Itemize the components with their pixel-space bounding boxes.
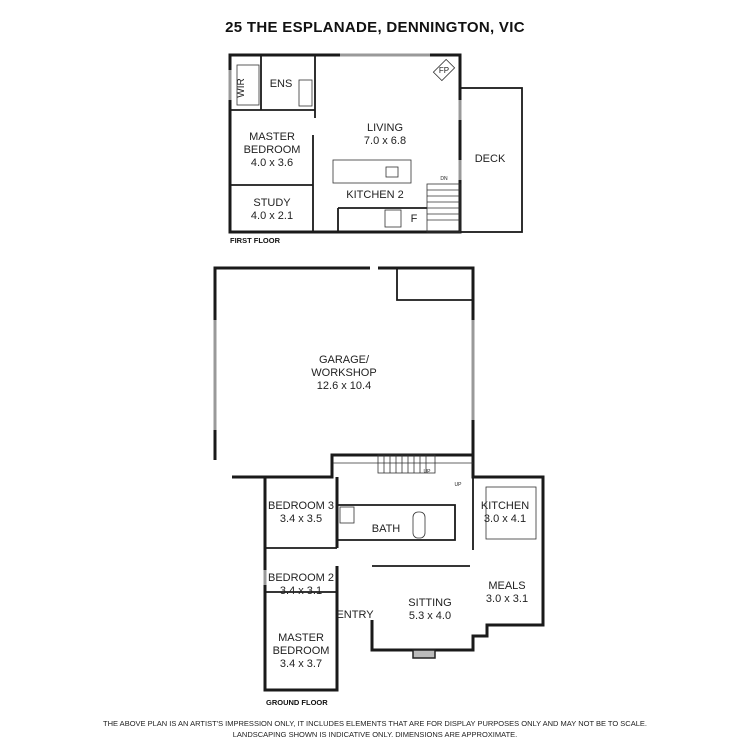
kitchen-bench: [485, 486, 537, 540]
first-floor: FP WIR ENS MASTER BEDROOM 4.0 x 3.6 LIVI…: [228, 53, 523, 245]
garage-wc-walls: [396, 268, 473, 301]
sink-icon: [385, 166, 399, 178]
room-garage-name-2: WORKSHOP: [311, 367, 376, 379]
disclaimer-line-1: THE ABOVE PLAN IS AN ARTIST'S IMPRESSION…: [103, 719, 647, 728]
room-master-name-2: BEDROOM: [244, 144, 301, 156]
room-master-name-2: BEDROOM: [273, 645, 330, 657]
room-deck: DECK: [475, 153, 506, 165]
room-meals-dim: 3.0 x 3.1: [486, 593, 528, 605]
vanity: [298, 79, 313, 107]
first-floor-internal-walls: [230, 55, 427, 232]
bathtub-icon: [412, 511, 426, 539]
fridge-label: F: [411, 213, 418, 225]
room-study-dim: 4.0 x 2.1: [251, 210, 293, 222]
plan-title: 25 THE ESPLANADE, DENNINGTON, VIC: [225, 19, 525, 36]
room-bedroom-2-name: BEDROOM 2: [268, 572, 334, 584]
room-master-dim: 3.4 x 3.7: [280, 658, 322, 670]
first-floor-label: FIRST FLOOR: [230, 236, 281, 245]
kitchen-island: [332, 159, 412, 184]
wir-shelf: [236, 64, 260, 106]
garage-stairs: [377, 454, 436, 474]
ground-floor-label: GROUND FLOOR: [266, 698, 328, 707]
cooktop-icon: [384, 209, 402, 228]
room-master-dim: 4.0 x 3.6: [251, 157, 293, 169]
room-bedroom-3-dim: 3.4 x 3.5: [280, 513, 322, 525]
room-kitchen-name: KITCHEN: [481, 500, 529, 512]
bay-window: [412, 649, 436, 659]
ground-floor: GARAGE/ WORKSHOP 12.6 x 10.4 UP UP BEDRO…: [213, 266, 545, 707]
room-bedroom-3-name: BEDROOM 3: [268, 500, 334, 512]
room-garage-dim: 12.6 x 10.4: [317, 380, 371, 392]
room-entry: ENTRY: [336, 609, 374, 621]
room-master-name-1: MASTER: [278, 632, 324, 644]
stairs-up-label-1: UP: [424, 469, 432, 475]
room-master-name-1: MASTER: [249, 131, 295, 143]
room-bath: BATH: [372, 523, 401, 535]
room-living-dim: 7.0 x 6.8: [364, 135, 406, 147]
room-study-name: STUDY: [253, 197, 291, 209]
ground-floor-internal-walls: [265, 477, 474, 593]
stairs-up-label-2: UP: [455, 482, 463, 488]
room-living-name: LIVING: [367, 122, 403, 134]
disclaimer-line-2: LANDSCAPING SHOWN IS INDICATIVE ONLY. DI…: [233, 730, 518, 739]
room-garage-name-1: GARAGE/: [319, 354, 370, 366]
room-meals-name: MEALS: [488, 580, 525, 592]
shower-icon: [339, 506, 355, 524]
room-kitchen-dim: 3.0 x 4.1: [484, 513, 526, 525]
room-bedroom-2-dim: 3.4 x 3.1: [280, 585, 322, 597]
stairs: [426, 183, 461, 233]
room-wir: WIR: [236, 78, 247, 97]
room-ens: ENS: [270, 78, 293, 90]
room-sitting-name: SITTING: [408, 597, 451, 609]
room-kitchen-2: KITCHEN 2: [346, 189, 403, 201]
fireplace-icon: [432, 58, 456, 82]
stairs-dn-label: DN: [440, 176, 448, 182]
fireplace-label: FP: [439, 66, 449, 75]
room-sitting-dim: 5.3 x 4.0: [409, 610, 451, 622]
